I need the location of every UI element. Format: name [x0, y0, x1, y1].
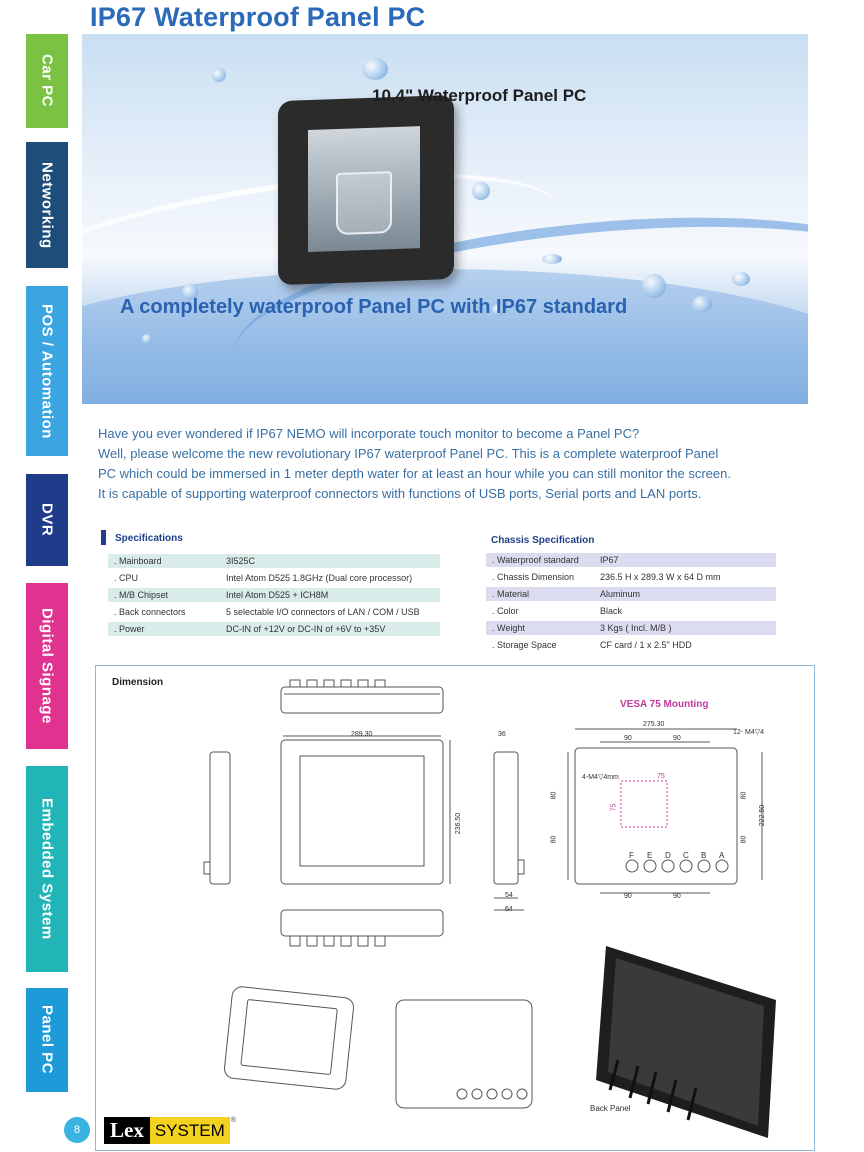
dim-height-label: 236.50 [455, 812, 463, 835]
spec-key: . Weight [492, 623, 525, 633]
spec-value: Aluminum [600, 589, 641, 599]
side-tab: Car PC [26, 34, 68, 128]
intro-line: It is capable of supporting waterproof c… [98, 486, 702, 501]
hero-caption: 10.4" Waterproof Panel PC [372, 86, 587, 105]
side-tab: Panel PC [26, 988, 68, 1092]
vesa-90-label: 90 [624, 893, 632, 900]
intro-line: Have you ever wondered if IP67 NEMO will… [98, 426, 640, 441]
port-letter: F [629, 851, 634, 860]
vesa-width-label: 275.30 [643, 721, 665, 728]
spec-key: . Color [492, 606, 519, 616]
port-letter: A [719, 851, 725, 860]
spec-value: DC-IN of +12V or DC-IN of +6V to +35V [226, 624, 386, 634]
dim-depth-top-label: 36 [498, 731, 506, 738]
intro-line: Well, please welcome the new revolutiona… [98, 446, 719, 461]
back-panel-label: Back Panel [590, 1104, 631, 1113]
dim-depth-b-label: 64 [505, 906, 513, 913]
spec-value: Intel Atom D525 + ICH8M [226, 590, 329, 600]
spec-key: . Waterproof standard [492, 555, 579, 565]
vesa-80-label: 80 [550, 835, 558, 844]
spec-row: . Color Black [486, 604, 776, 618]
intro-line: PC which could be immersed in 1 meter de… [98, 466, 731, 481]
vesa-screw-label: 12- M4▽4 [733, 729, 765, 736]
spec-key: . Chassis Dimension [492, 572, 575, 582]
spec-value: 236.5 H x 289.3 W x 64 D mm [600, 572, 721, 582]
spec-value: Black [600, 606, 623, 616]
vesa-75-label: 75 [657, 773, 665, 780]
page-number: 8 [64, 1117, 90, 1143]
port-letter: D [665, 851, 671, 860]
spec-key: . CPU [114, 573, 139, 583]
spec-row: . Weight 3 Kgs ( Incl. M/B ) [486, 621, 776, 635]
vesa-90-label: 90 [624, 735, 632, 742]
vesa-hole-label: 4-M4▽4mm [582, 774, 619, 781]
spec-value: 5 selectable I/O connectors of LAN / COM… [226, 607, 420, 617]
registered-mark: ® [230, 1117, 236, 1124]
hero-tagline: A completely waterproof Panel PC with IP… [120, 296, 628, 318]
side-tab: Embedded System [26, 766, 68, 972]
spec-key: . Storage Space [492, 640, 557, 650]
dimension-panel [95, 665, 815, 1151]
page-title: IP67 Waterproof Panel PC [90, 2, 426, 32]
dim-width-label: 289.30 [351, 731, 373, 738]
side-tab: Networking [26, 142, 68, 268]
side-tab: DVR [26, 474, 68, 566]
vesa-80-label: 80 [550, 791, 558, 800]
intro-text: Have you ever wondered if IP67 NEMO will… [98, 424, 788, 504]
specifications-heading: Specifications [115, 533, 183, 544]
spec-key: . M/B Chipset [114, 590, 169, 600]
spec-row: . Waterproof standard IP67 [486, 553, 776, 567]
side-tab: POS / Automation [26, 286, 68, 456]
dimension-title: Dimension [112, 677, 164, 688]
logo-lex: Lex [104, 1117, 150, 1144]
spec-value: CF card / 1 x 2.5" HDD [600, 640, 692, 650]
lex-system-logo: Lex SYSTEM ® [104, 1117, 236, 1144]
vesa-80-label: 80 [740, 791, 748, 800]
hero-banner: 10.4" Waterproof Panel PC A completely w… [82, 34, 808, 404]
spec-value: 3I525C [226, 556, 256, 566]
port-letter: B [701, 851, 707, 860]
spec-value: IP67 [600, 555, 619, 565]
spec-key: . Material [492, 589, 530, 599]
spec-row: . Storage Space CF card / 1 x 2.5" HDD [486, 638, 776, 652]
vesa-90-label: 90 [673, 893, 681, 900]
vesa-title: VESA 75 Mounting [620, 699, 709, 710]
vesa-height-label: 222.50 [759, 804, 767, 827]
spec-key: . Mainboard [114, 556, 162, 566]
vesa-90-label: 90 [673, 735, 681, 742]
side-tab: Digital Signage [26, 583, 68, 749]
spec-value: Intel Atom D525 1.8GHz (Dual core proces… [226, 573, 413, 583]
spec-row: . Material Aluminum [486, 587, 776, 601]
spec-row: . Mainboard 3I525C [108, 554, 440, 568]
spec-value: 3 Kgs ( Incl. M/B ) [600, 623, 672, 633]
port-letter: C [683, 851, 689, 860]
vesa-75-label: 75 [610, 803, 618, 812]
vesa-80-label: 80 [740, 835, 748, 844]
spec-row: . CPU Intel Atom D525 1.8GHz (Dual core p… [108, 571, 440, 585]
spec-marker [101, 530, 106, 545]
spec-row: . Power DC-IN of +12V or DC-IN of +6V to … [108, 622, 440, 636]
logo-system: SYSTEM [149, 1117, 230, 1144]
spec-key: . Back connectors [114, 607, 186, 617]
spec-row: . M/B Chipset Intel Atom D525 + ICH8M [108, 588, 440, 602]
dim-depth-a-label: 54 [505, 892, 513, 899]
port-letter: E [647, 851, 653, 860]
spec-key: . Power [114, 624, 145, 634]
chassis-heading: Chassis Specification [491, 535, 595, 546]
spec-row: . Back connectors 5 selectable I/O connec… [108, 605, 440, 619]
spec-row: . Chassis Dimension 236.5 H x 289.3 W x 6… [486, 570, 776, 584]
